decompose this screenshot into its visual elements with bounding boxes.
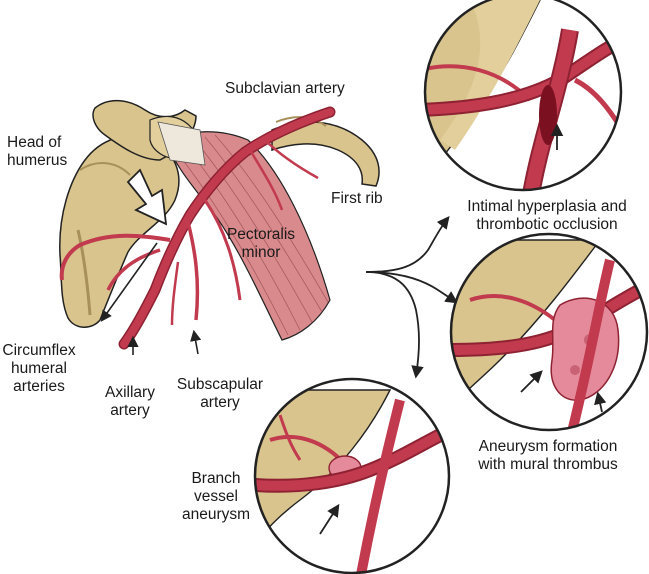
label-subscapular-artery: Subscapular artery — [172, 376, 268, 412]
branching-arrows — [365, 216, 459, 379]
label-axillary-artery: Axillary artery — [95, 384, 165, 420]
label-line: Branch — [191, 470, 241, 487]
label-pectoralis-minor: Pectoralis minor — [226, 226, 296, 262]
label-line: First rib — [331, 190, 383, 207]
label-branch-vessel-aneurysm: Branch vessel aneurysm — [176, 470, 256, 524]
label-head-of-humerus: Head of humerus — [7, 134, 67, 170]
shoulder-anatomy — [59, 99, 380, 350]
label-line: arteries — [13, 378, 65, 395]
label-line: Intimal hyperplasia and — [467, 198, 627, 215]
label-circumflex-humeral-arteries: Circumflex humeral arteries — [0, 342, 78, 396]
label-line: with mural thrombus — [478, 456, 618, 473]
label-line: humeral — [11, 360, 67, 377]
subscapular-artery — [186, 221, 200, 321]
circle-aneurysm-formation — [449, 232, 649, 432]
label-line: minor — [241, 244, 281, 261]
label-line: Pectoralis — [226, 226, 296, 243]
circumflex-humeral-arteries — [59, 233, 171, 281]
label-line: humerus — [7, 152, 68, 169]
label-intimal-hyperplasia: Intimal hyperplasia and thrombotic occlu… — [452, 198, 642, 234]
circle-intimal-hyperplasia — [423, 0, 623, 192]
compression-arrow — [126, 168, 168, 226]
label-line: Subclavian artery — [225, 80, 345, 97]
label-subclavian-artery: Subclavian artery — [225, 80, 345, 98]
label-line: Aneurysm formation — [478, 438, 618, 455]
label-line: Axillary — [105, 384, 155, 401]
label-line: Circumflex — [2, 342, 76, 359]
first-rib — [271, 121, 380, 187]
circle-branch-vessel-aneurysm — [253, 377, 451, 574]
label-line: artery — [200, 394, 240, 411]
label-aneurysm-formation: Aneurysm formation with mural thrombus — [468, 438, 628, 474]
label-line: artery — [110, 402, 150, 419]
label-line: Subscapular — [176, 376, 264, 393]
label-line: vessel — [194, 488, 238, 505]
label-pointers — [100, 242, 202, 355]
label-line: Head of — [7, 134, 62, 151]
label-first-rib: First rib — [331, 190, 383, 208]
label-line: thrombotic occlusion — [476, 216, 618, 233]
label-line: aneurysm — [181, 506, 251, 523]
